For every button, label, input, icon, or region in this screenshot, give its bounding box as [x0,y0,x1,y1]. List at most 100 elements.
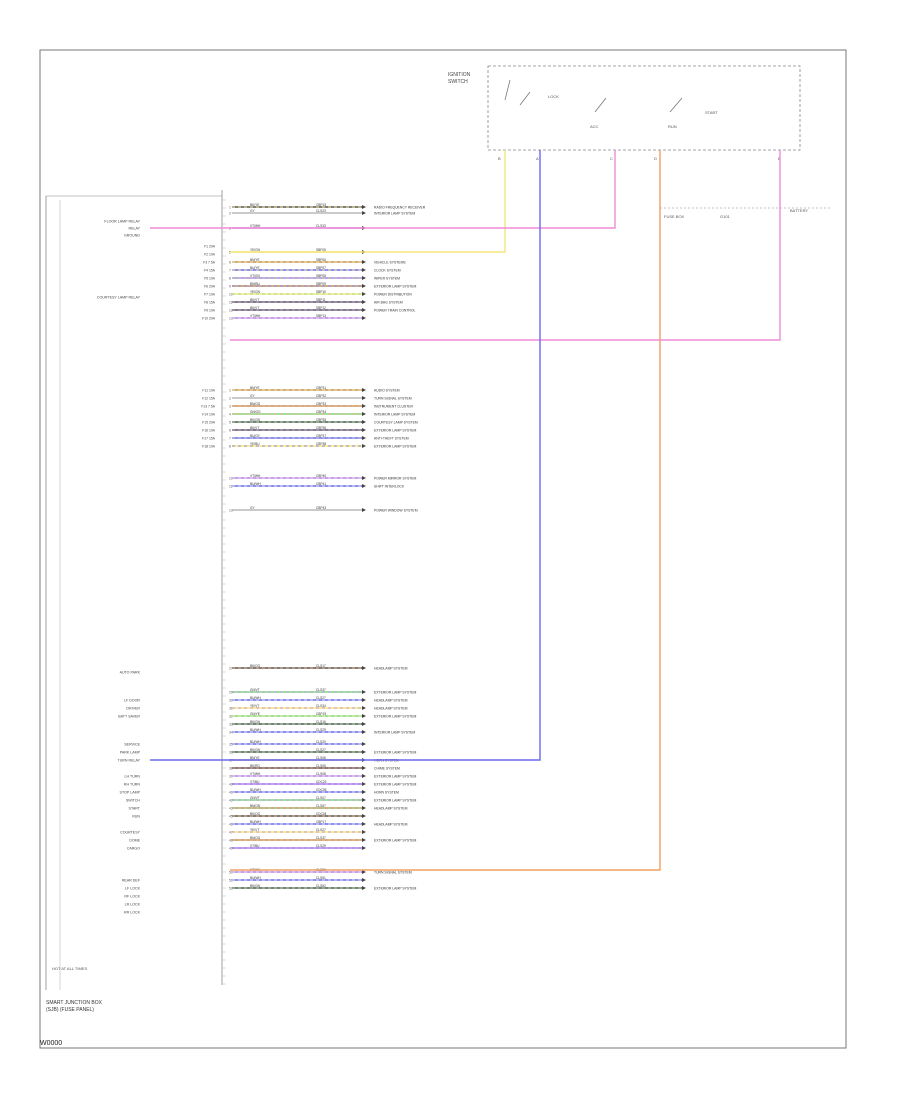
terminal-c: C [610,156,613,161]
destination-label: POWER DISTRIBUTION [374,293,412,297]
fuse-label: F10 20A [202,317,216,321]
circuit-number: CLS52 [316,884,326,888]
fuse-label: F17 15A [202,437,216,441]
wire-color-code: BK/GN [250,748,261,752]
destination-label: AUDIO SYSTEM [374,389,400,393]
wire-color-code: VT/BU [250,844,260,848]
wire-color-code: BK/YE [250,203,259,207]
circuit-number: CBP17 [316,820,326,824]
connector-arrow [362,790,366,794]
fuse-label: F15 20A [202,421,216,425]
wire-color-code: BK/GN [250,418,261,422]
pin-number: 38 [229,767,233,771]
blue-feed [150,150,541,761]
destination-label: POWER TRAIN CONTROL [374,309,415,313]
pin-number: 49 [229,847,233,851]
circuit-number: CLS06 [316,756,326,760]
terminal-b: B [498,156,501,161]
pin-number: 31 [229,707,233,711]
destination-label: HORN SYSTEM [374,791,399,795]
left-label: SERVICE [124,743,140,747]
pink-feed-2 [230,150,781,341]
power-feeds [150,150,781,871]
pin-number: 34 [229,731,233,735]
pin-number: 10 [229,477,233,481]
pin-number: 42 [229,799,233,803]
wire-color-code: YE/VT [250,704,259,708]
connector-arrow [362,268,366,272]
wire-color-code: GY [250,394,255,398]
connector-arrow [362,782,366,786]
left-label: LF DOOR [124,699,140,703]
destination-label: CLOCK SYSTEM [374,269,401,273]
sjb-module: SMART JUNCTION BOX (SJB) (FUSE PANEL) HO… [45,190,223,1013]
pin-number: 6 [229,261,231,265]
wire-color-code: BK/GN [250,884,261,888]
circuit-number: CLS27 [316,696,326,700]
connector-arrow [362,412,366,416]
destination-label: EXTERIOR LAMP SYSTEM [374,783,417,787]
fuse-label: F1 20A [204,245,216,249]
pin-number: 13 [229,317,233,321]
ignition-switch-box [487,65,801,151]
circuit-number: CLS57 [316,804,326,808]
circuit-number: CLS33 [316,224,326,228]
connector-arrow [362,205,366,209]
pin-number: 48 [229,839,233,843]
connector-arrow [362,420,366,424]
circuit-number: CBP43 [316,506,326,510]
pin-number: 10 [229,293,233,297]
connector-arrow [362,476,366,480]
pin-number: 47 [229,831,233,835]
switch-acc-label: ACC [590,124,599,129]
wire-color-code: GN/VT [250,688,260,692]
switch-run-label: RUN [668,124,677,129]
switch-start-label: START [705,110,718,115]
connector-arrow [362,838,366,842]
pin-number: 7 [229,437,231,441]
connector-arrow [362,300,366,304]
left-label: RF LOCK [124,895,140,899]
circuit-number: CBP15 [316,203,326,207]
connector-arrow [362,508,366,512]
connector-arrow [362,690,366,694]
pin-number: 41 [229,791,233,795]
left-label: START [129,807,141,811]
destination-label: EXTERIOR LAMP SYSTEM [374,751,417,755]
module-subtitle: (SJB) (FUSE PANEL) [46,1007,94,1013]
connector-arrow [362,774,366,778]
circuit-number: SBP06 [316,258,326,262]
connector-arrow [362,814,366,818]
connector-arrow [362,308,366,312]
left-label: TURN RELAY [118,759,141,763]
circuit-number: CBP40 [316,474,326,478]
left-label: RH TURN [124,783,141,787]
fuse-label: F7 10A [204,293,216,297]
circuit-number: CLS27 [316,828,326,832]
left-label: SWITCH [126,799,141,803]
pin-number: 32 [229,715,233,719]
destination-label: POWER MIRROR SYSTEM [374,477,417,481]
connector-arrow [362,444,366,448]
connector-arrow [362,276,366,280]
connector-arrow [362,750,366,754]
pin-number: 4 [229,413,231,417]
circuit-number: SBP11 [316,298,326,302]
wire-color-code: BK/VT [250,306,259,310]
destination-label: HEADLAMP SYSTEM [374,699,408,703]
pin-number: 46 [229,823,233,827]
circuit-number: CLS08 [316,772,326,776]
destination-label: EXTERIOR LAMP SYSTEM [374,799,417,803]
